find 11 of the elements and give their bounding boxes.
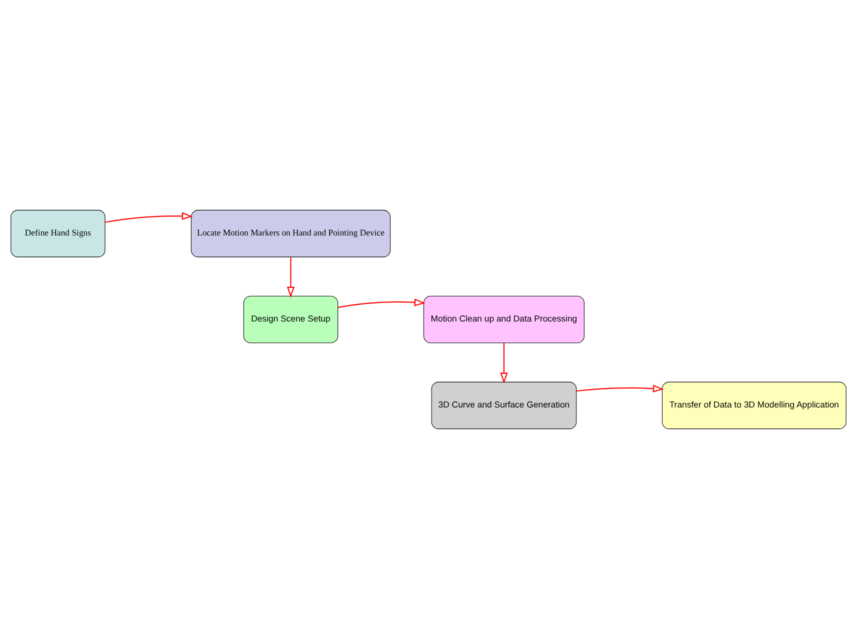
node-box: Locate Motion Markers on Hand and Pointing Device	[190, 210, 391, 258]
arrow	[338, 298, 426, 308]
arrow	[500, 343, 508, 384]
arrow	[286, 257, 295, 298]
node-box: Motion Clean up and Data Processing	[423, 296, 584, 344]
node-box: 3D Curve and Surface Generation	[431, 382, 577, 430]
node-box: Design Scene Setup	[243, 296, 338, 344]
node-box: Define Hand Signs	[10, 210, 106, 258]
arrow	[104, 212, 193, 223]
node-box: Transfer of Data to 3D Modelling Application	[662, 382, 846, 430]
arrow	[576, 384, 664, 392]
